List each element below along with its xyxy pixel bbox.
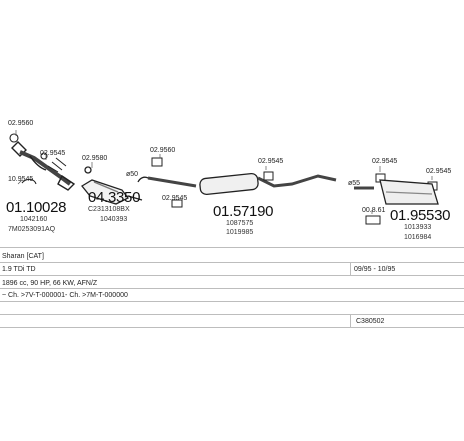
vehicle-model: Sharan [CAT]: [2, 253, 44, 260]
table-rule: [0, 301, 464, 302]
clamp-drawings-front: [9, 133, 48, 185]
catalyst-drawing: [81, 166, 143, 205]
part-number-middle-silencer: 01.57190: [213, 203, 274, 220]
table-rule: [0, 247, 464, 248]
accessory-label-4: 02.9580: [82, 155, 108, 162]
production-dates: 09/95 - 10/95: [354, 266, 396, 273]
accessory-label-8: 02.9545: [372, 158, 398, 165]
accessory-label-7: 02.9545: [258, 158, 284, 165]
hanger-drawings: [151, 157, 438, 225]
table-rule: [0, 314, 464, 315]
engine-spec: 1896 cc, 90 HP, 66 KW, AFN/Z: [2, 280, 98, 287]
catalog-number: C380502: [356, 318, 385, 325]
accessory-label-9: 00.8.61: [362, 207, 386, 214]
part-number-front-pipe: 01.10028: [6, 199, 67, 216]
table-divider: [350, 314, 351, 327]
diameter-label-50: ø50: [126, 171, 139, 178]
part-code-rear-silencer-2: 1016984: [404, 234, 432, 241]
accessory-label-10: 02.9545: [426, 168, 452, 175]
part-code-catalyst-2: 1040393: [100, 216, 128, 223]
table-rule: [0, 275, 464, 276]
part-number-catalyst: 04.3350: [88, 189, 141, 206]
accessory-label-5: 02.9560: [150, 147, 176, 154]
accessory-label-2: 02.9545: [40, 150, 66, 157]
part-number-rear-silencer: 01.95530: [390, 207, 451, 224]
accessory-label-6: 02.9545: [162, 195, 188, 202]
part-code-middle-silencer-2: 1019985: [226, 229, 254, 236]
accessory-label-3: 10.9545: [8, 176, 34, 183]
table-rule: [0, 288, 464, 289]
part-code-front-pipe-1: 1042160: [20, 216, 48, 223]
part-code-catalyst-1: C2313108BX: [88, 206, 130, 213]
table-rule: [0, 262, 464, 263]
part-code-front-pipe-2: 7M0253091AQ: [8, 226, 56, 233]
chassis-range: ~ Ch. >7V-T-000001- Ch. >7M-T-000000: [2, 292, 128, 299]
part-code-middle-silencer-1: 1087575: [226, 220, 254, 227]
leader-lines: [15, 130, 433, 214]
accessory-label-1: 02.9560: [8, 120, 34, 127]
table-divider: [350, 262, 351, 275]
front-pipe-drawing: [11, 141, 76, 191]
table-rule: [0, 327, 464, 328]
engine-type: 1.9 TDi TD: [2, 266, 36, 273]
diameter-label-55: ø55: [348, 180, 361, 187]
middle-silencer-drawing: [137, 172, 337, 196]
part-code-rear-silencer-1: 1013933: [404, 224, 432, 231]
rear-silencer-drawing: [354, 179, 439, 205]
